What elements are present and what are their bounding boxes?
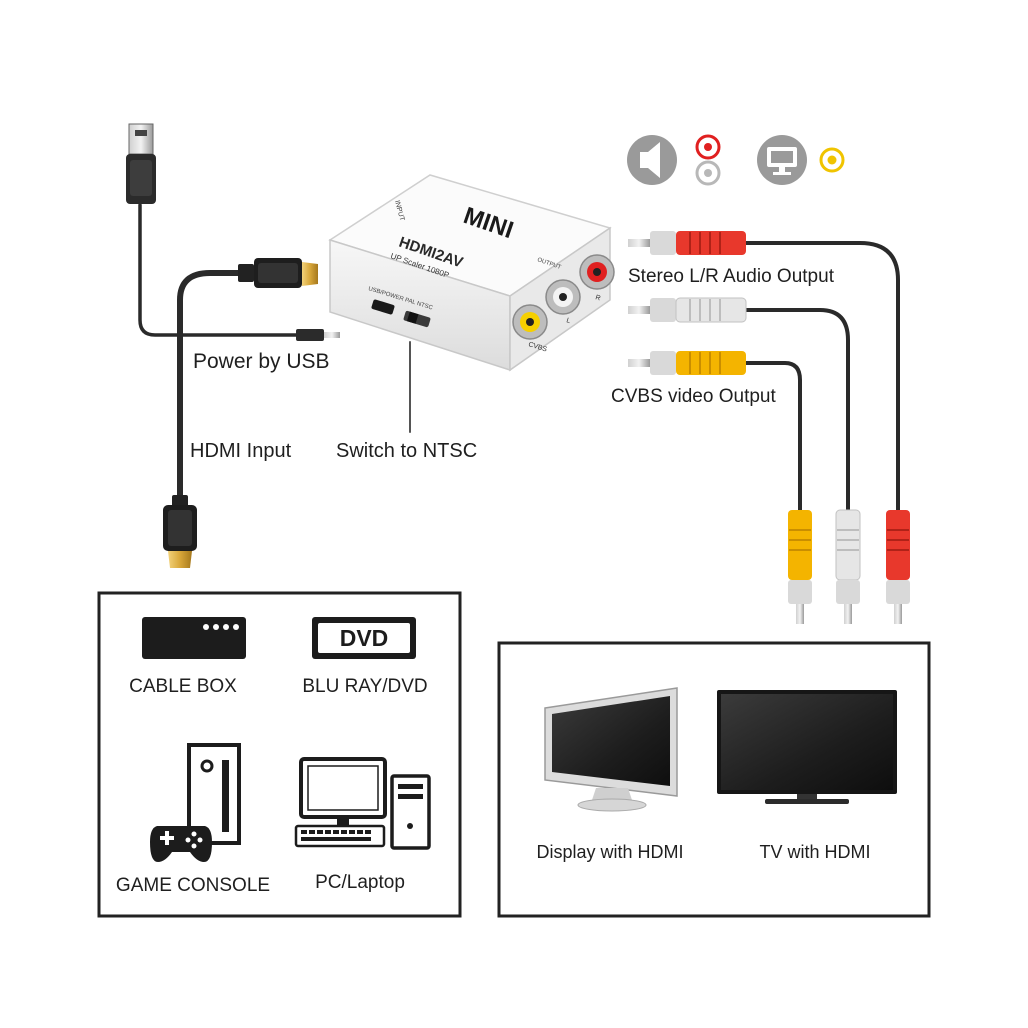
audio-jack-icon <box>695 134 721 186</box>
rca-port-white <box>545 279 581 315</box>
micro-usb-plug-icon <box>296 329 340 341</box>
dvd-player-icon <box>312 617 416 659</box>
hdmi2av-converter: MINI HDMI2AV UP Scaler 1080P INPUT OUTPU… <box>328 174 615 372</box>
rca-plug-red-horizontal <box>628 231 746 255</box>
monitor-with-hdmi-icon <box>544 687 678 812</box>
cable-box-icon <box>142 617 246 659</box>
rca-plug-white-vertical <box>835 509 861 624</box>
displays-panel <box>497 641 931 918</box>
video-jack-icon <box>819 147 845 173</box>
tv-with-hdmi-icon <box>717 690 897 804</box>
rca-port-yellow <box>512 304 548 340</box>
cables <box>138 203 900 522</box>
pc-icon <box>294 757 431 850</box>
monitor-icon <box>757 135 807 185</box>
device-port-l: L <box>565 317 571 325</box>
rca-plug-yellow-vertical <box>788 510 812 624</box>
display-label-monitor: Display with HDMI <box>536 842 684 862</box>
callout-switch-ntsc: Switch to NTSC <box>336 440 478 462</box>
callout-power-usb: Power by USB <box>193 350 330 373</box>
rca-port-red <box>579 254 615 290</box>
hdmi-plug-top-icon <box>238 258 318 288</box>
hdmi-plug-bottom-icon <box>163 495 197 568</box>
dvd-badge-text: DVD <box>340 625 389 651</box>
rca-plug-red-vertical <box>886 510 910 624</box>
device-port-r: R <box>594 294 601 302</box>
source-label-blu-ray: BLU RAY/DVD <box>302 676 428 697</box>
callout-audio-output: Stereo L/R Audio Output <box>628 266 834 287</box>
sources-panel <box>97 591 462 918</box>
callout-video-output: CVBS video Output <box>611 386 776 407</box>
display-label-tv: TV with HDMI <box>759 842 871 862</box>
source-label-cable-box: CABLE BOX <box>129 676 237 697</box>
game-console-icon <box>150 743 241 862</box>
rca-plug-white-horizontal <box>628 297 747 323</box>
usb-plug-icon <box>126 123 156 204</box>
speaker-icon <box>627 135 677 185</box>
rca-plug-yellow-horizontal <box>628 351 746 375</box>
source-label-pc: PC/Laptop <box>315 872 405 893</box>
callout-hdmi-input: HDMI Input <box>190 440 292 462</box>
source-label-game-console: GAME CONSOLE <box>115 875 271 896</box>
